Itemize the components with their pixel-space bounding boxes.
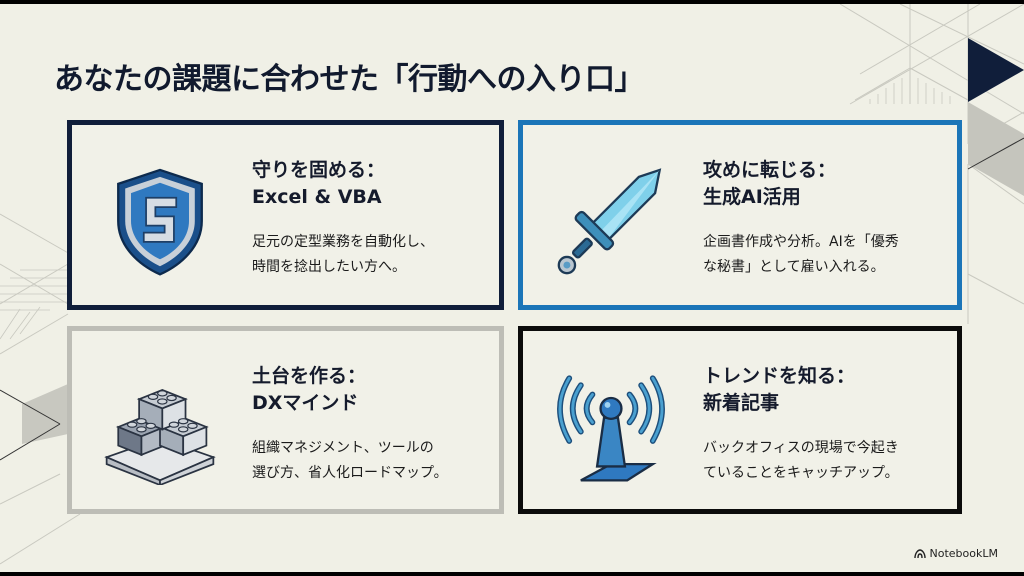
card-heading: トレンドを知る： 新着記事 <box>703 365 856 414</box>
shield-icon <box>117 168 203 276</box>
card-generative-ai: 攻めに転じる： 生成AI活用 企画書作成や分析。AIを「優秀 な秘書」として雇い… <box>518 120 962 310</box>
watermark-label: NotebookLM <box>929 547 998 560</box>
card-heading: 守りを固める： Excel & VBA <box>252 159 386 208</box>
card-description: 足元の定型業務を自動化し、 時間を捻出したい方へ。 <box>252 234 434 275</box>
page-title: あなたの課題に合わせた「行動への入り口」 <box>54 62 645 97</box>
card-description: バックオフィスの現場で今起き ていることをキャッチアップ。 <box>703 440 899 481</box>
card-dx-mindset: 土台を作る： DXマインド 組織マネジメント、ツールの 選び方、省人化ロードマッ… <box>67 326 504 514</box>
card-description: 組織マネジメント、ツールの 選び方、省人化ロードマップ。 <box>252 440 448 481</box>
card-description: 企画書作成や分析。AIを「優秀 な秘書」として雇い入れる。 <box>703 234 899 275</box>
antenna-icon <box>557 375 665 482</box>
card-heading: 土台を作る： DXマインド <box>252 365 367 414</box>
card-excel-vba: 守りを固める： Excel & VBA 足元の定型業務を自動化し、 時間を捻出し… <box>67 120 504 310</box>
card-new-articles: トレンドを知る： 新着記事 バックオフィスの現場で今起き ていることをキャッチア… <box>518 326 962 514</box>
notebooklm-logo-icon <box>913 548 926 558</box>
blocks-icon <box>104 388 216 485</box>
sword-icon <box>557 168 662 275</box>
card-heading: 攻めに転じる： 生成AI活用 <box>703 159 837 208</box>
notebooklm-watermark: NotebookLM <box>913 547 998 560</box>
slide: あなたの課題に合わせた「行動への入り口」 守りを固める： Excel & VBA… <box>0 4 1024 572</box>
